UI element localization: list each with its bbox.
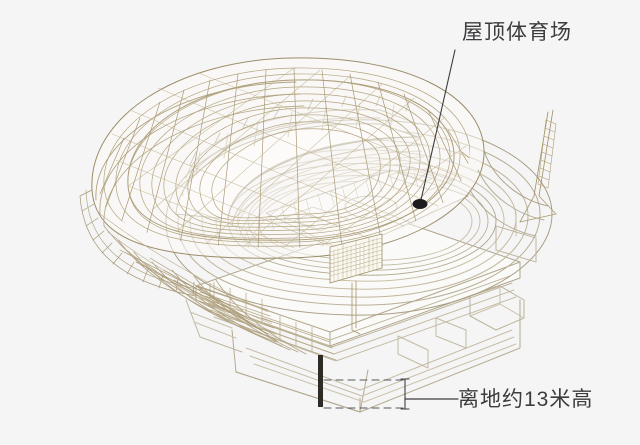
scoreboard [329, 233, 383, 335]
radial-ribs [99, 67, 470, 248]
dot-marker [412, 199, 428, 209]
roof-lattice [99, 67, 470, 248]
podium-base [185, 217, 525, 413]
height-label: 离地约13米高 [458, 388, 594, 411]
roof-canopy [91, 57, 485, 259]
height-bar [318, 355, 323, 407]
canopy-fringe [79, 189, 307, 355]
building-group [79, 49, 557, 413]
roof-label: 屋顶体育场 [462, 21, 572, 44]
roof-leader [412, 49, 456, 209]
antenna-mast [519, 109, 557, 223]
right-edge-structure [469, 149, 549, 263]
height-dimension [323, 378, 459, 410]
